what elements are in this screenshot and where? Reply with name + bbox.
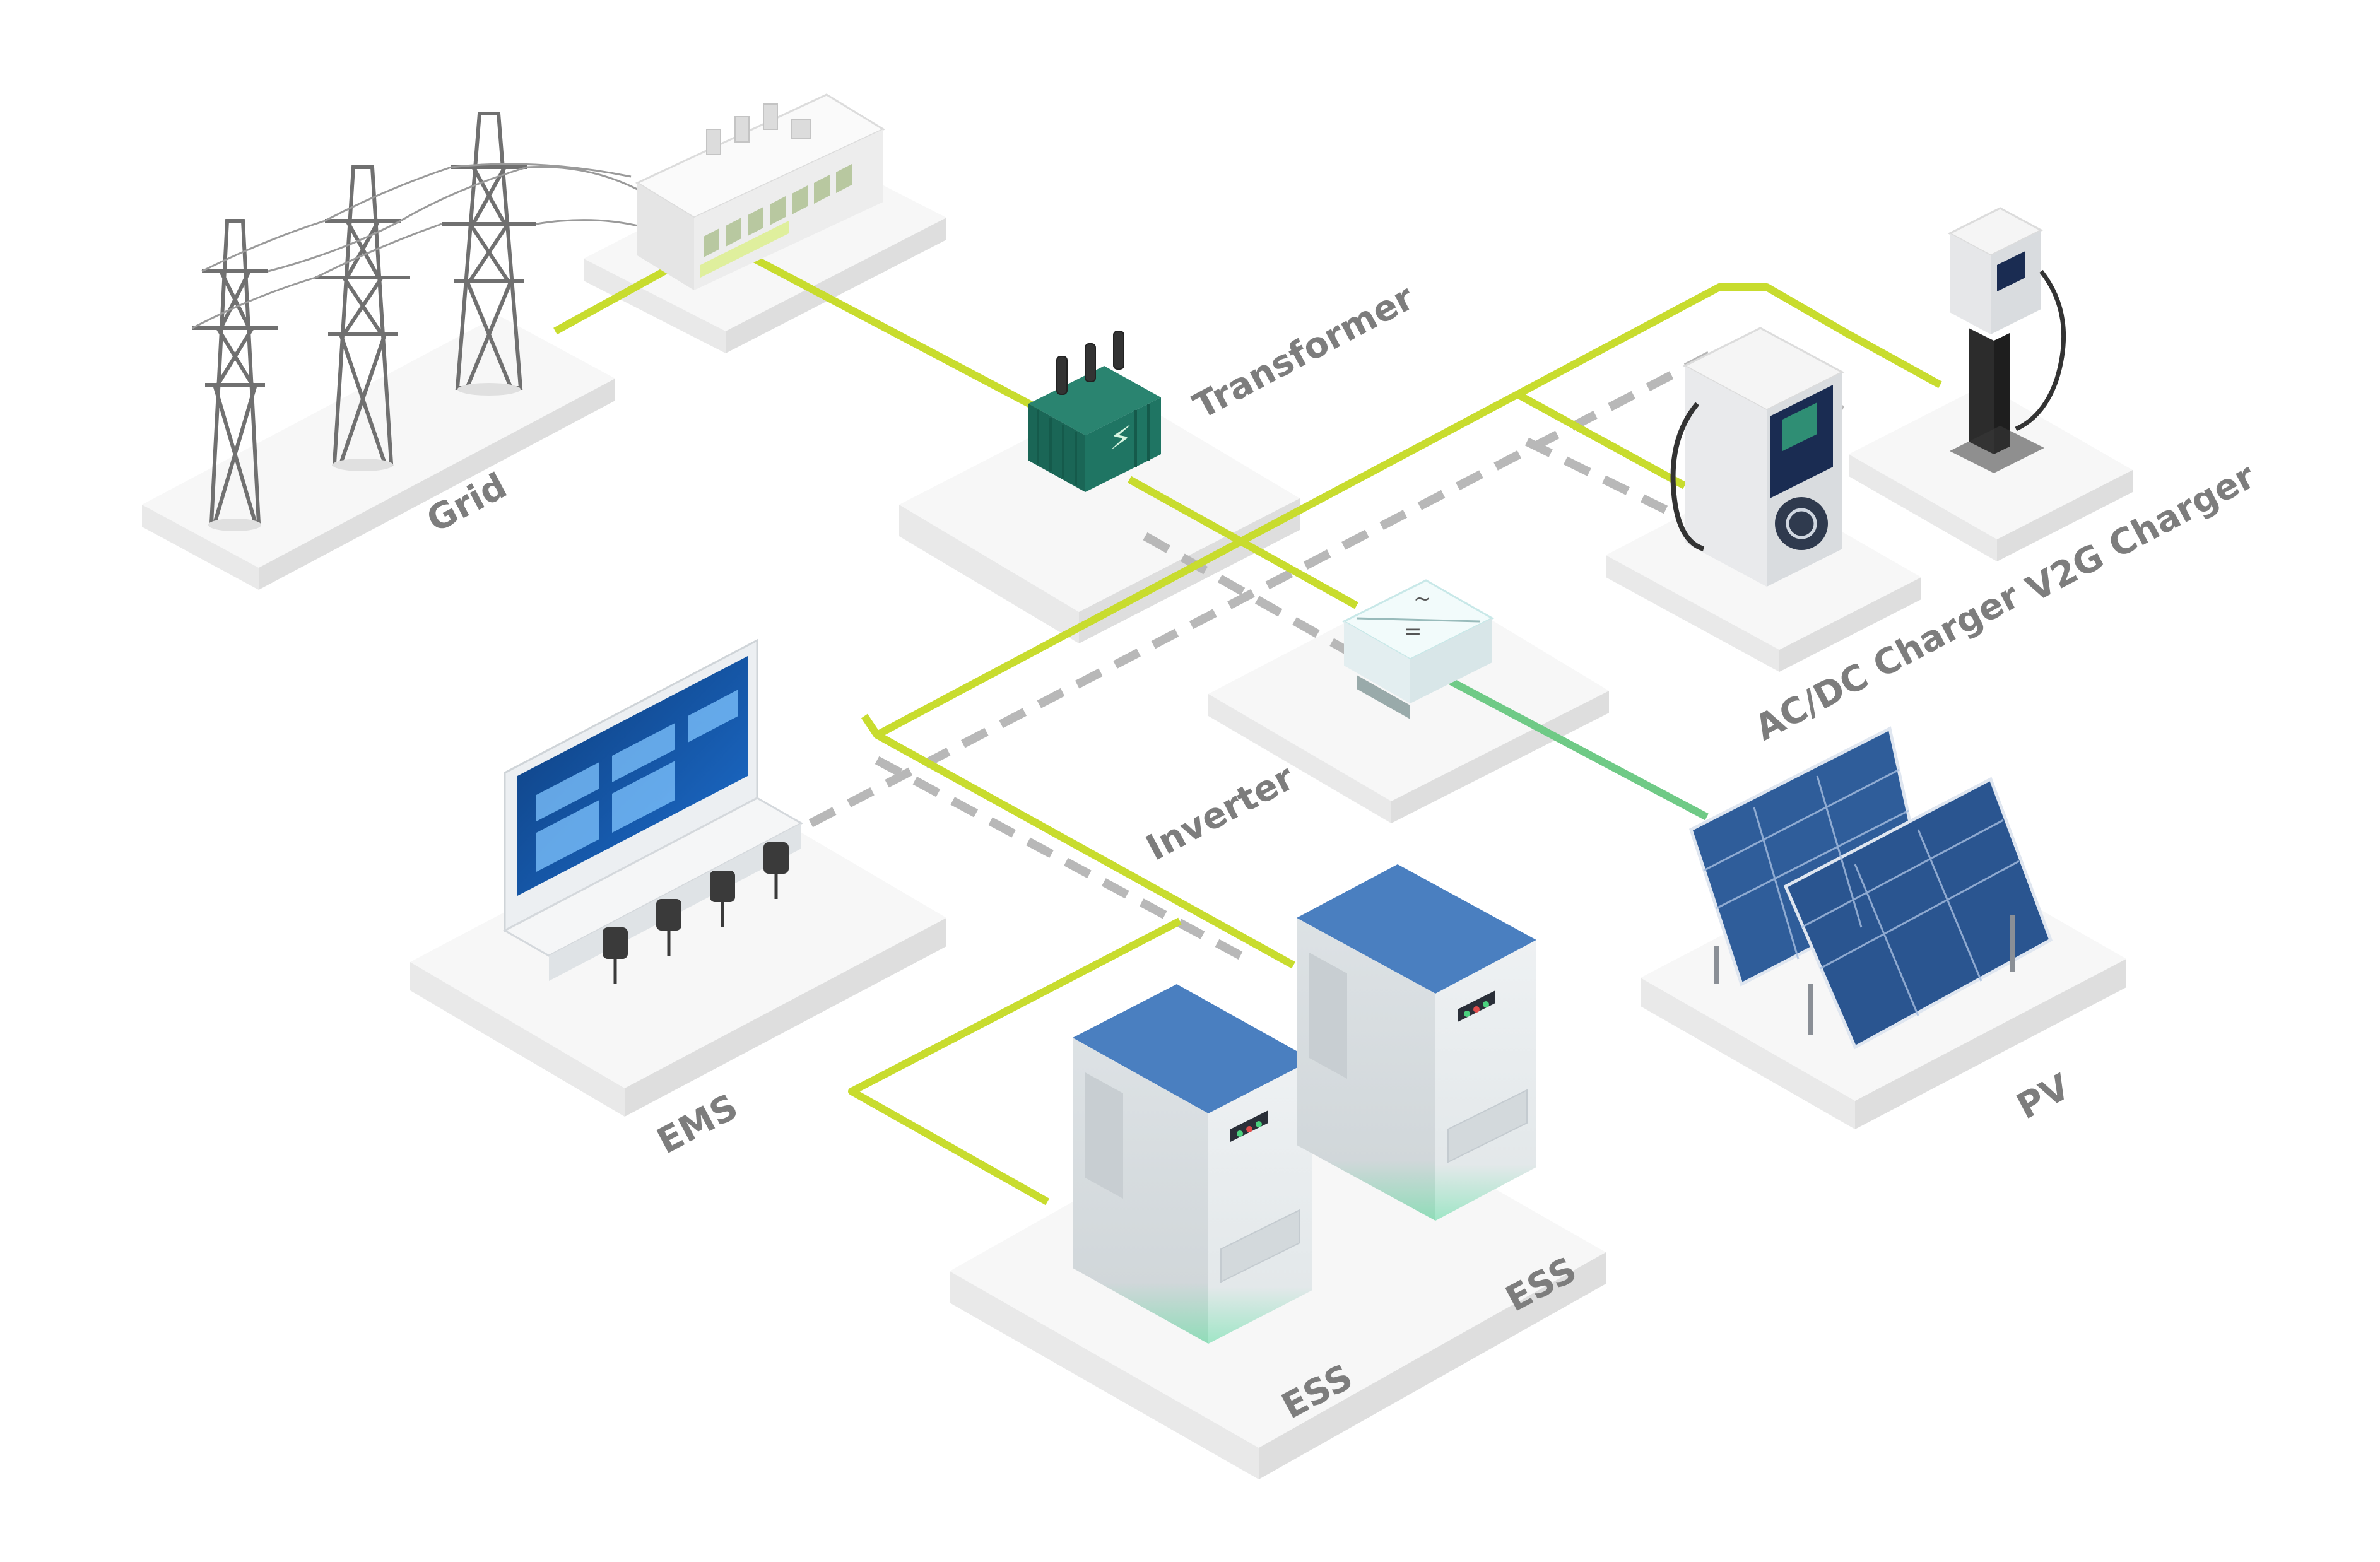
ems-chairs — [603, 842, 789, 959]
power-line-substation-transformer — [752, 255, 1043, 414]
ems-platform — [410, 792, 946, 1117]
comm-line-to-acdc — [1524, 437, 1668, 514]
power-line-main-bus — [861, 283, 1942, 739]
ess-cabinet-left — [1073, 984, 1312, 1344]
label-inverter: Inverter — [1140, 757, 1301, 869]
power-lines — [553, 255, 1942, 1206]
label-pv: PV — [2010, 1066, 2077, 1127]
power-line-bus-to-ess — [875, 731, 1295, 969]
power-line-to-acdc — [1516, 390, 1687, 490]
lightning-icon: ⚡ — [1109, 420, 1133, 457]
dc-symbol: = — [1404, 619, 1422, 644]
acdc-charger-unit — [1670, 327, 1845, 587]
comm-line-ess-inverter — [875, 756, 1255, 966]
ess-cabinet-right — [1297, 864, 1536, 1221]
power-cables — [192, 163, 644, 329]
ac-symbol: ~ — [1413, 586, 1432, 611]
pv-array — [1688, 726, 2053, 1050]
tower-2 — [315, 165, 410, 471]
ems-control-room — [502, 638, 804, 984]
tower-3 — [442, 112, 536, 396]
pv-line-inverter-pv — [1443, 674, 1709, 821]
transmission-towers — [192, 112, 644, 531]
label-ems: EMS — [651, 1086, 745, 1162]
label-transformer: Transformer — [1187, 277, 1421, 427]
transformer-unit: ⚡ — [1028, 331, 1161, 492]
tower-1 — [192, 219, 278, 531]
solar-panel-2 — [1783, 777, 2053, 1050]
substation-building — [635, 93, 886, 290]
power-line-ess-loop — [848, 917, 1182, 1206]
power-line-grid-substation — [553, 258, 683, 335]
inverter-unit: ~ = — [1341, 579, 1495, 719]
v2g-charger-unit — [1947, 207, 2066, 473]
